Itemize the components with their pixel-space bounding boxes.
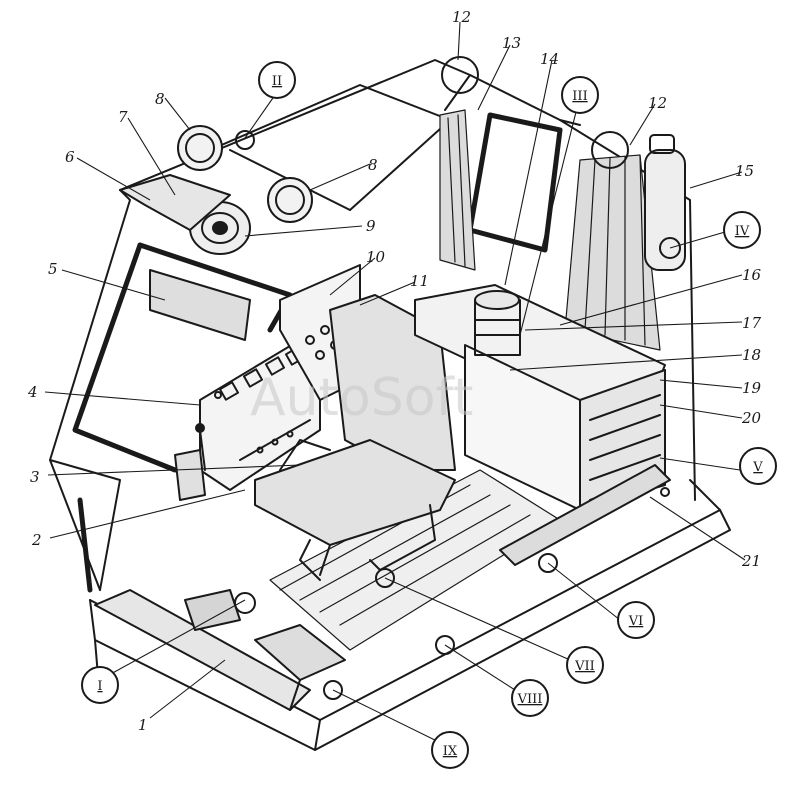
label-12b: 12 xyxy=(648,94,667,112)
curtains xyxy=(439,56,661,351)
label-13: 13 xyxy=(502,34,521,52)
callout-V: V xyxy=(752,460,763,475)
roman-callout-text: I II III IV V VI VII VIII IX xyxy=(97,74,763,759)
label-16: 16 xyxy=(742,266,762,284)
callout-II: II xyxy=(272,74,282,89)
callout-VII: VII xyxy=(574,659,595,674)
pedal-box xyxy=(94,589,346,711)
sun-visor xyxy=(149,269,251,341)
label-14: 14 xyxy=(540,50,559,68)
label-19: 19 xyxy=(742,379,762,397)
label-1: 1 xyxy=(138,716,148,734)
label-8b: 8 xyxy=(368,156,378,174)
label-17: 17 xyxy=(742,314,762,332)
label-5: 5 xyxy=(48,260,58,278)
label-8a: 8 xyxy=(155,90,165,108)
callout-leaders xyxy=(99,94,741,746)
callout-III: III xyxy=(572,89,587,104)
water-container xyxy=(474,290,521,356)
callout-VI: VI xyxy=(628,614,644,629)
label-2: 2 xyxy=(31,531,42,549)
label-12a: 12 xyxy=(452,8,471,26)
leader-lines xyxy=(44,21,746,719)
label-9: 9 xyxy=(366,217,376,235)
callout-VIII: VIII xyxy=(517,692,543,707)
label-20: 20 xyxy=(741,409,762,427)
label-21: 21 xyxy=(741,552,761,570)
label-18: 18 xyxy=(742,346,761,364)
part-labels: 1 2 3 4 5 6 7 8 8 9 10 11 12 12 13 14 15… xyxy=(27,8,762,734)
callout-IX: IX xyxy=(443,744,458,759)
lamp-shelf xyxy=(119,174,231,231)
label-4: 4 xyxy=(27,383,38,401)
label-11: 11 xyxy=(410,272,429,290)
anchor-markers xyxy=(234,130,681,700)
rear-floor-rail xyxy=(499,464,671,566)
callout-I: I xyxy=(97,679,102,694)
watermark: AutoSoft xyxy=(250,368,473,428)
label-3: 3 xyxy=(30,468,40,486)
headlamps xyxy=(177,125,313,223)
callout-IV: IV xyxy=(735,224,750,239)
gear-lever xyxy=(174,423,206,501)
label-6: 6 xyxy=(65,148,75,166)
label-15: 15 xyxy=(735,162,754,180)
label-10: 10 xyxy=(366,248,386,266)
roman-callouts xyxy=(81,61,777,769)
label-7: 7 xyxy=(118,108,128,126)
